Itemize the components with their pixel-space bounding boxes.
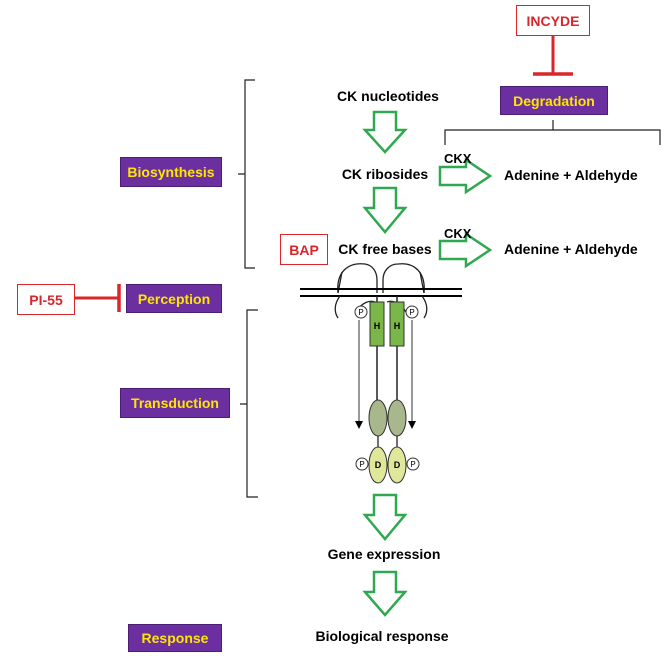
stage-perception: Perception bbox=[126, 284, 222, 313]
label-ck-ribosides: CK ribosides bbox=[341, 166, 429, 182]
arrow-ribosides-to-freebases bbox=[362, 186, 408, 234]
arrow-gene-expression-to-response bbox=[362, 570, 408, 617]
label-gene-expression: Gene expression bbox=[327, 546, 441, 562]
p-label-4: P bbox=[410, 460, 415, 469]
stage-biosynthesis: Biosynthesis bbox=[120, 157, 222, 187]
incyde-box: INCYDE bbox=[516, 5, 590, 36]
arrow-receptor-to-gene-expression bbox=[362, 493, 408, 541]
phosphate-circle-1 bbox=[354, 305, 368, 319]
h-right-label: H bbox=[394, 321, 401, 331]
phosphate-circle-3 bbox=[355, 457, 369, 471]
phosphate-circle-4 bbox=[406, 457, 420, 471]
stage-transduction: Transduction bbox=[120, 388, 230, 418]
arrow-ckx-freebases bbox=[438, 231, 493, 269]
d-right-label: D bbox=[394, 460, 401, 470]
h-left-label: H bbox=[374, 321, 381, 331]
phosphate-circle-2 bbox=[405, 305, 419, 319]
p-label-1: P bbox=[358, 308, 363, 317]
arrow-nucleotides-to-ribosides bbox=[362, 110, 408, 154]
p-label-2: P bbox=[409, 308, 414, 317]
label-adenine-aldehyde-2: Adenine + Aldehyde bbox=[504, 241, 638, 257]
transduction-bracket bbox=[240, 309, 258, 498]
label-biological-response: Biological response bbox=[315, 628, 449, 644]
h-domain-left bbox=[369, 301, 385, 347]
receiver-domain-right bbox=[387, 399, 407, 437]
d-left-label: D bbox=[375, 460, 382, 470]
pi55-box: PI-55 bbox=[17, 284, 75, 315]
label-ckx-2: CKX bbox=[444, 226, 472, 241]
receiver-domain-left bbox=[368, 399, 388, 437]
stage-response: Response bbox=[128, 624, 222, 652]
d-domain-left bbox=[368, 446, 388, 484]
p-label-3: P bbox=[359, 460, 364, 469]
incyde-inhibition bbox=[533, 36, 573, 76]
label-adenine-aldehyde-1: Adenine + Aldehyde bbox=[504, 167, 638, 183]
receptor-dimer: H H D D P P P P bbox=[300, 263, 462, 484]
degradation-bracket bbox=[444, 120, 661, 145]
arrow-ckx-ribosides bbox=[438, 157, 493, 195]
label-ck-free-bases: CK free bases bbox=[338, 241, 432, 257]
label-ck-nucleotides: CK nucleotides bbox=[337, 88, 439, 104]
h-domain-right bbox=[389, 301, 405, 347]
biosynthesis-bracket bbox=[238, 79, 255, 269]
receptor-extracellular-loops bbox=[337, 263, 425, 294]
bap-box: BAP bbox=[280, 234, 328, 265]
d-domain-right bbox=[387, 446, 407, 484]
pi55-inhibition bbox=[75, 284, 121, 312]
stage-degradation: Degradation bbox=[500, 86, 608, 115]
label-ckx-1: CKX bbox=[444, 151, 472, 166]
